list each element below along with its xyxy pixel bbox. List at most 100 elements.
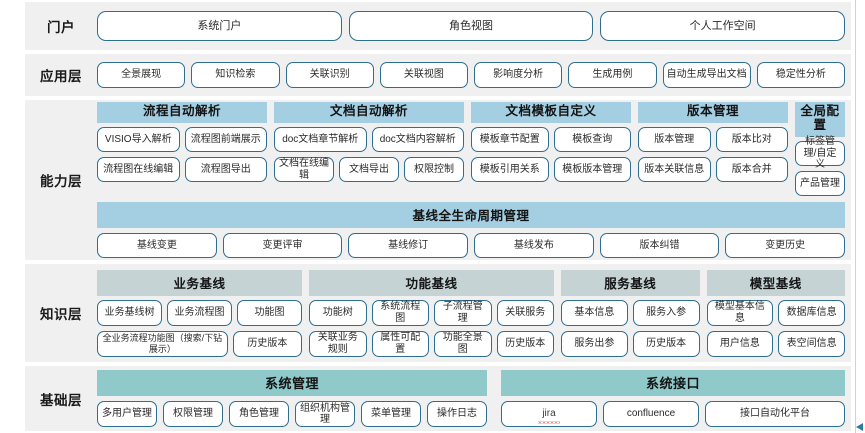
know-item-history-version-business[interactable]: 历史版本 <box>232 330 302 357</box>
baseline-item-change-review[interactable]: 变更评审 <box>222 232 343 258</box>
know-item-attribute-configurable[interactable]: 属性可配置 <box>371 330 429 357</box>
cap-item-tag-manage-custom[interactable]: 标签管理/自定义 <box>795 136 845 170</box>
cap-item-flowchart-export[interactable]: 流程图导出 <box>184 157 267 182</box>
cap-item-doc-chapter-parse[interactable]: doc文档章节解析 <box>274 127 367 152</box>
app-item-stability-analysis[interactable]: 稳定性分析 <box>756 62 845 88</box>
app-item-panorama[interactable]: 全景展现 <box>97 62 186 88</box>
right-edge-line <box>855 0 856 433</box>
know-item-user-info[interactable]: 用户信息 <box>706 330 774 357</box>
portal-items-row: 系统门户 角色视图 个人工作空间 <box>97 11 846 41</box>
base-group-system-management: 系统管理 多用户管理 权限管理 角色管理 组织机构管理 菜单管理 操作日志 <box>97 370 487 427</box>
portal-item-system-portal[interactable]: 系统门户 <box>97 11 342 41</box>
cap-item-permission-control[interactable]: 权限控制 <box>404 157 464 182</box>
know-item-business-baseline-tree[interactable]: 业务基线树 <box>97 299 162 326</box>
know-item-function-chart[interactable]: 功能图 <box>237 299 302 326</box>
cap-item-flowchart-frontend-display[interactable]: 流程图前端展示 <box>184 127 267 152</box>
know-item-full-business-flow-function-chart[interactable]: 全业务流程功能图（搜索/下钻展示） <box>97 330 228 357</box>
layer-label-capability: 能力层 <box>40 174 82 189</box>
base-item-multi-user-manage[interactable]: 多用户管理 <box>97 401 157 427</box>
capability-group-doc-parse: 文档自动解析 doc文档章节解析 doc文档内容解析 文档在线编辑 文档导出 权… <box>274 102 464 182</box>
know-item-subprocess-manage[interactable]: 子流程管理 <box>434 299 492 326</box>
edge-arrow-icon <box>856 423 863 431</box>
app-item-relation-identify[interactable]: 关联识别 <box>285 62 374 88</box>
portal-item-role-view[interactable]: 角色视图 <box>348 11 594 41</box>
know-item-model-basic-info[interactable]: 模型基本信息 <box>706 299 774 326</box>
layer-label-portal: 门户 <box>47 20 75 35</box>
know-item-related-business-rule[interactable]: 关联业务规则 <box>309 330 367 357</box>
cap-item-flowchart-online-edit[interactable]: 流程图在线编辑 <box>97 157 180 182</box>
base-item-org-structure-manage[interactable]: 组织机构管理 <box>295 401 355 427</box>
know-item-tablespace-info[interactable]: 表空间信息 <box>778 330 845 357</box>
knowledge-group-model-baseline: 模型基线 模型基本信息 数据库信息 用户信息 表空间信息 <box>706 269 845 357</box>
layer-capability: 能力层 流程自动解析 VISIO导入解析 流程图前端展示 流程图在线编辑 流程图… <box>25 100 851 260</box>
know-item-system-flowchart[interactable]: 系统流程图 <box>371 299 429 326</box>
group-title-system-interface: 系统接口 <box>501 370 845 396</box>
group-title-service-baseline: 服务基线 <box>561 269 700 296</box>
cap-item-product-manage[interactable]: 产品管理 <box>795 170 845 196</box>
cap-item-version-merge[interactable]: 版本合并 <box>715 157 788 182</box>
cap-item-version-manage[interactable]: 版本管理 <box>638 127 711 152</box>
baseline-item-version-correction[interactable]: 版本纠错 <box>599 232 720 258</box>
know-item-service-output-param[interactable]: 服务出参 <box>561 330 628 357</box>
capability-group-global-config: 全局配置 标签管理/自定义 产品管理 <box>795 102 845 196</box>
know-item-history-version-function[interactable]: 历史版本 <box>496 330 554 357</box>
base-item-operation-log[interactable]: 操作日志 <box>427 401 487 427</box>
portal-item-personal-workspace[interactable]: 个人工作空间 <box>600 11 846 41</box>
know-item-function-panorama[interactable]: 功能全景图 <box>434 330 492 357</box>
know-item-related-service[interactable]: 关联服务 <box>496 299 554 326</box>
group-title-doc-template: 文档模板自定义 <box>471 102 631 123</box>
layer-knowledge: 知识层 业务基线 业务基线树 业务流程图 功能图 全业务流程功能图（搜索/下钻展… <box>25 264 851 362</box>
layer-label-knowledge: 知识层 <box>40 307 82 322</box>
baseline-lifecycle-band: 基线全生命周期管理 基线变更 变更评审 基线修订 基线发布 版本纠错 变更历史 <box>97 201 846 258</box>
baseline-item-change-history[interactable]: 变更历史 <box>725 232 846 258</box>
cap-item-version-compare[interactable]: 版本比对 <box>715 127 788 152</box>
know-item-database-info[interactable]: 数据库信息 <box>778 299 845 326</box>
group-title-version-manage: 版本管理 <box>638 102 788 123</box>
cap-item-template-version-manage[interactable]: 模板版本管理 <box>553 157 631 182</box>
app-item-auto-export-doc[interactable]: 自动生成导出文档 <box>662 62 751 88</box>
baseline-item-change[interactable]: 基线变更 <box>97 232 217 258</box>
base-item-permission-manage[interactable]: 权限管理 <box>163 401 223 427</box>
app-item-generate-case[interactable]: 生成用例 <box>568 62 657 88</box>
base-item-interface-automation-platform[interactable]: 接口自动化平台 <box>705 401 845 427</box>
knowledge-group-function-baseline: 功能基线 功能树 系统流程图 子流程管理 关联服务 关联业务规则 属性可配置 功… <box>309 269 554 357</box>
app-item-impact-analysis[interactable]: 影响度分析 <box>474 62 563 88</box>
base-item-menu-manage[interactable]: 菜单管理 <box>361 401 421 427</box>
layer-label-application: 应用层 <box>40 69 82 84</box>
app-item-relation-view[interactable]: 关联视图 <box>379 62 468 88</box>
layer-base: 基础层 系统管理 多用户管理 权限管理 角色管理 组织机构管理 菜单管理 操作日… <box>25 366 851 431</box>
know-item-history-version-service[interactable]: 历史版本 <box>632 330 700 357</box>
cap-item-visio-import-parse[interactable]: VISIO导入解析 <box>97 127 180 152</box>
base-item-jira[interactable]: jira <box>501 401 597 427</box>
base-group-system-interface: 系统接口 jira confluence 接口自动化平台 <box>501 370 845 427</box>
knowledge-groups: 业务基线 业务基线树 业务流程图 功能图 全业务流程功能图（搜索/下钻展示） 历… <box>97 269 845 357</box>
know-item-function-tree[interactable]: 功能树 <box>309 299 367 326</box>
group-title-system-management: 系统管理 <box>97 370 487 396</box>
knowledge-group-business-baseline: 业务基线 业务基线树 业务流程图 功能图 全业务流程功能图（搜索/下钻展示） 历… <box>97 269 302 357</box>
baseline-item-revision[interactable]: 基线修订 <box>348 232 469 258</box>
baseline-item-release[interactable]: 基线发布 <box>474 232 594 258</box>
capability-groups: 流程自动解析 VISIO导入解析 流程图前端展示 流程图在线编辑 流程图导出 <box>97 102 845 196</box>
know-item-basic-info[interactable]: 基本信息 <box>561 299 628 326</box>
know-item-business-flowchart[interactable]: 业务流程图 <box>167 299 232 326</box>
group-title-doc-parse: 文档自动解析 <box>274 102 464 123</box>
capability-group-doc-template: 文档模板自定义 模板章节配置 模板查询 模板引用关系 模板版本管理 <box>471 102 631 182</box>
layer-portal: 门户 系统门户 角色视图 个人工作空间 <box>25 2 851 50</box>
cap-item-version-relation-info[interactable]: 版本关联信息 <box>638 157 711 182</box>
knowledge-group-service-baseline: 服务基线 基本信息 服务入参 服务出参 历史版本 <box>561 269 700 357</box>
cap-item-doc-content-parse[interactable]: doc文档内容解析 <box>371 127 464 152</box>
base-item-role-manage[interactable]: 角色管理 <box>229 401 289 427</box>
cap-item-doc-online-edit[interactable]: 文档在线编辑 <box>274 157 334 182</box>
cap-item-template-reference-relation[interactable]: 模板引用关系 <box>471 157 549 182</box>
app-item-knowledge-search[interactable]: 知识检索 <box>191 62 280 88</box>
group-title-business-baseline: 业务基线 <box>97 269 302 296</box>
base-groups: 系统管理 多用户管理 权限管理 角色管理 组织机构管理 菜单管理 操作日志 <box>97 370 845 427</box>
know-item-service-input-param[interactable]: 服务入参 <box>632 299 700 326</box>
cap-item-template-query[interactable]: 模板查询 <box>553 127 631 152</box>
base-item-confluence[interactable]: confluence <box>603 401 699 427</box>
cap-item-doc-export[interactable]: 文档导出 <box>339 157 399 182</box>
group-title-model-baseline: 模型基线 <box>706 269 845 296</box>
group-title-process-parse: 流程自动解析 <box>97 102 267 123</box>
cap-item-template-chapter-config[interactable]: 模板章节配置 <box>471 127 549 152</box>
